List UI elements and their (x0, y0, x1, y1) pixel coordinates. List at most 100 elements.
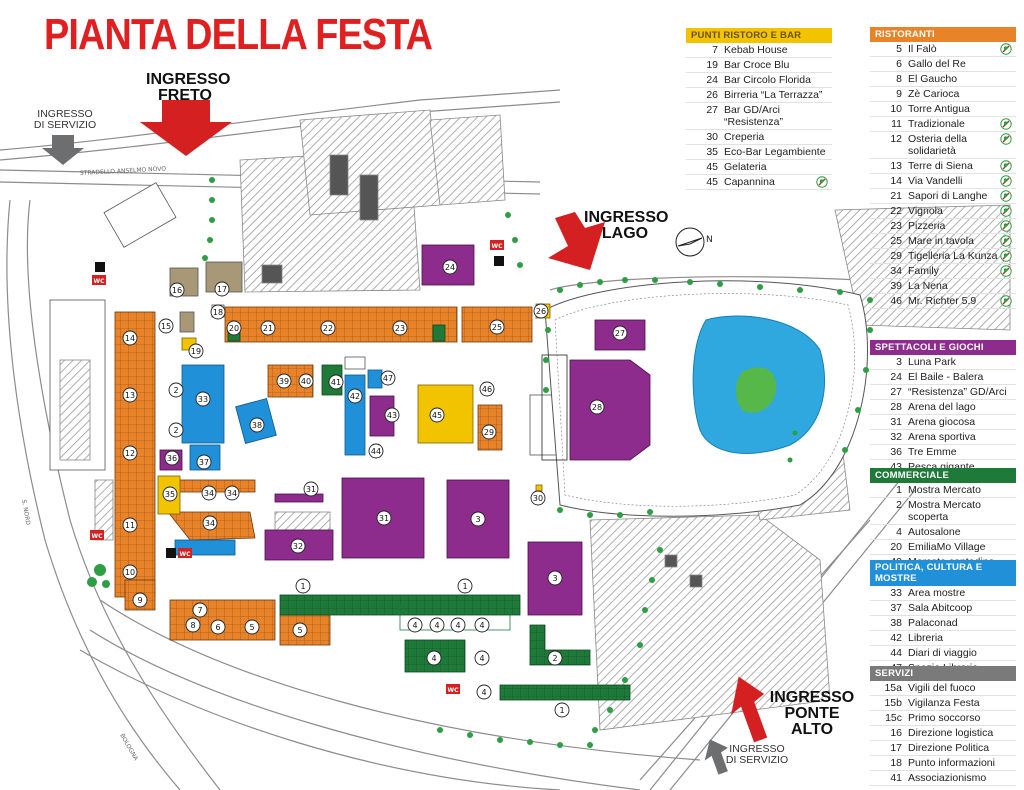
area-marker-10: 10 (122, 564, 138, 580)
gluten-free-icon (1000, 295, 1012, 307)
area-marker-label: 22 (323, 324, 333, 333)
area-marker-label: 3 (552, 574, 557, 583)
svg-text:WC: WC (447, 687, 459, 694)
legend-label: EmiliaMo Village (908, 541, 986, 553)
area-marker-label: 46 (482, 385, 492, 394)
legend-label: “Resistenza” GD/Arci (908, 386, 1007, 398)
legend-label: Tigelleria La Kunza (908, 250, 998, 262)
legend-heading: POLITICA, CULTURA E MOSTRE (870, 560, 1016, 586)
legend-label: Sala Abitcoop (908, 602, 973, 614)
legend-heading: SPETTACOLI E GIOCHI (870, 340, 1016, 355)
legend-number: 6 (896, 58, 902, 70)
legend-row: 6 Gallo del Re (870, 57, 1016, 72)
legend-number: 8 (896, 73, 902, 85)
area-marker-34: 34 (224, 485, 240, 501)
gluten-free-icon (1000, 220, 1012, 232)
gluten-free-icon (1000, 175, 1012, 187)
legend-number: 29 (890, 250, 902, 262)
area-marker-31: 31 (303, 481, 319, 497)
legend-label: Zè Carioca (908, 88, 960, 100)
legend-number: 24 (706, 74, 718, 86)
legend-number: 15b (884, 697, 902, 709)
area-marker-label: 40 (301, 377, 311, 386)
legend-number: 12 (890, 133, 902, 145)
legend-number: 15c (885, 712, 902, 724)
legend-label: Bar GD/Arci “Resistenza” (724, 104, 783, 128)
legend-number: 43 (890, 461, 902, 473)
area-marker-label: 4 (434, 621, 439, 630)
area-marker-47: 47 (380, 370, 396, 386)
legend-number: 39 (890, 280, 902, 292)
area-marker-5: 5 (292, 622, 308, 638)
legend-number: 26 (706, 89, 718, 101)
area-marker-label: 4 (481, 688, 486, 697)
legend-number: 23 (890, 220, 902, 232)
legend-number: 35 (706, 146, 718, 158)
area-marker-label: 1 (559, 706, 564, 715)
area-marker-label: 18 (213, 308, 223, 317)
arrow-servizio-top-icon (42, 135, 84, 165)
legend-label: Torre Antigua (908, 103, 970, 115)
area-marker-label: 8 (190, 621, 195, 630)
arrow-ponte-alto-icon (731, 676, 768, 743)
svg-text:WC: WC (491, 243, 503, 250)
accessible-icon (95, 262, 105, 272)
area-marker-4: 4 (476, 684, 492, 700)
legend-number: 41 (890, 772, 902, 784)
area-marker-7: 7 (192, 602, 208, 618)
legend-label: Gallo del Re (908, 58, 966, 70)
legend-number: 10 (890, 103, 902, 115)
area-marker-label: 38 (252, 421, 262, 430)
wc-icon: WC (178, 548, 192, 558)
area-marker-16: 16 (169, 282, 185, 298)
area-marker-14: 14 (122, 330, 138, 346)
wc-icon: WC (90, 530, 104, 540)
legend-number: 21 (890, 190, 902, 202)
gluten-free-icon (1000, 118, 1012, 130)
area-marker-label: 28 (592, 403, 602, 412)
area-marker-35: 35 (162, 486, 178, 502)
area-marker-label: 39 (279, 377, 289, 386)
legend-label: Palaconad (908, 617, 958, 629)
area-marker-17: 17 (214, 281, 230, 297)
gluten-free-icon (1000, 43, 1012, 55)
legend-label: La Nena (908, 280, 948, 292)
legend-label: Bar Croce Blu (724, 59, 790, 71)
area-marker-33: 33 (195, 391, 211, 407)
area-marker-label: 31 (306, 485, 316, 494)
bar-areas (157, 303, 551, 515)
area-marker-1: 1 (457, 578, 473, 594)
legend-row: 27“Resistenza” GD/Arci (870, 385, 1016, 400)
area-marker-label: 19 (191, 347, 201, 356)
legend-number: 7 (712, 44, 718, 56)
area-marker-label: 37 (199, 458, 209, 467)
legend-number: 36 (890, 446, 902, 458)
area-marker-44: 44 (368, 443, 384, 459)
area-marker-label: 14 (125, 334, 135, 343)
area-marker-24: 24 (442, 259, 458, 275)
gluten-free-icon (1000, 235, 1012, 247)
area-marker-12: 12 (122, 445, 138, 461)
arrow-freto-icon (140, 100, 232, 156)
legend-number: 14 (890, 175, 902, 187)
area-marker-4: 4 (450, 617, 466, 633)
area-marker-6: 6 (210, 619, 226, 635)
legend-number: 3 (896, 356, 902, 368)
